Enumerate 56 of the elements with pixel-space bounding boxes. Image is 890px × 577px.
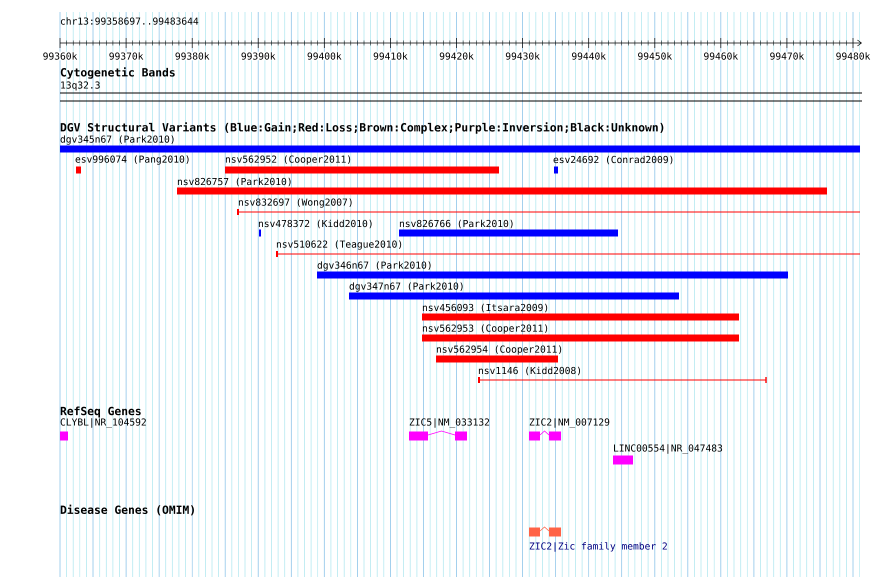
variant-feature: nsv826766 (Park2010) <box>399 220 618 236</box>
node-label: ZIC2|NM_007129 <box>530 418 610 428</box>
variant-feature: esv996074 (Pang2010) <box>76 155 189 174</box>
track-heading: DGV Structural Variants (Blue:Gain;Red:Loss;Brown:Complex;Purple:Inversion;Black:Unknown) <box>60 122 664 134</box>
tick-label: 99420k <box>440 52 474 60</box>
variant-feature: nsv562954 (Cooper2011) <box>436 345 562 362</box>
node-label: ZIC5|NM_033132 <box>410 418 490 428</box>
node-label: nsv562952 (Cooper2011) <box>226 155 350 165</box>
variant-feature: nsv826757 (Park2010) <box>177 178 827 194</box>
gene-feature: LINC00554|NR_047483 <box>613 444 722 464</box>
track-heading: Disease Genes (OMIM) <box>60 504 194 516</box>
gene-feature: ZIC2|NM_007129 <box>529 418 610 440</box>
tick-label: 99380k <box>175 52 210 60</box>
variant-feature: nsv832697 (Wong2007) <box>237 198 860 215</box>
gene-feature: ZIC2|Zic family member 2 <box>529 526 667 552</box>
node-label: LINC00554|NR_047483 <box>614 444 722 454</box>
node-label: nsv562953 (Cooper2011) <box>422 324 548 334</box>
node-label: nsv478372 (Kidd2010) <box>258 220 372 228</box>
track-heading: Cytogenetic Bands <box>60 67 175 79</box>
variant-feature: nsv478372 (Kidd2010) <box>258 220 372 236</box>
tick-label: 99440k <box>572 52 606 60</box>
node-label: esv996074 (Pang2010) <box>76 155 189 165</box>
node-label: CLYBL|NR_104592 <box>60 418 146 428</box>
variant-feature: nsv510622 (Teague2010) <box>276 240 860 257</box>
tick-label: 99480k <box>836 52 870 60</box>
node-label: esv24692 (Conrad2009) <box>554 156 672 164</box>
tick-label: 99450k <box>638 52 672 60</box>
gene-feature: CLYBL|NR_104592 <box>60 418 146 440</box>
tick-label: 99400k <box>308 52 342 60</box>
variant-feature: dgv345n67 (Park2010) <box>60 135 860 152</box>
node-label: nsv826766 (Park2010) <box>400 220 513 228</box>
node-label: ZIC2|Zic family member 2 <box>530 542 667 552</box>
tick-label: 99460k <box>704 52 738 60</box>
node-label: nsv456093 (Itsara2009) <box>422 304 548 312</box>
band-label: 13q32.3 <box>61 81 100 91</box>
variant-feature: dgv346n67 (Park2010) <box>317 261 788 278</box>
variant-feature: esv24692 (Conrad2009) <box>554 156 672 174</box>
variant-feature: nsv562953 (Cooper2011) <box>422 324 739 342</box>
variant-feature: nsv1146 (Kidd2008) <box>478 366 767 383</box>
node-label: dgv347n67 (Park2010) <box>350 282 463 292</box>
node-label: nsv826757 (Park2010) <box>178 178 291 186</box>
tick-label: 99430k <box>506 52 540 60</box>
gene-feature: ZIC5|NM_033132 <box>409 418 490 440</box>
track-heading: RefSeq Genes <box>60 406 141 418</box>
tick-label: 99390k <box>241 52 276 60</box>
tick-label: 99370k <box>109 52 144 60</box>
node-label: nsv562954 (Cooper2011) <box>436 345 562 355</box>
tick-label: 99470k <box>770 52 804 60</box>
node-label: dgv346n67 (Park2010) <box>318 261 431 271</box>
region-title: chr13:99358697..99483644 <box>60 17 198 25</box>
variant-feature: nsv456093 (Itsara2009) <box>422 304 739 320</box>
tick-label: 99360k <box>43 52 78 60</box>
node-label: dgv345n67 (Park2010) <box>60 135 174 145</box>
tick-label: 99410k <box>374 52 408 60</box>
variant-feature: nsv562952 (Cooper2011) <box>225 155 499 174</box>
variant-feature: dgv347n67 (Park2010) <box>349 282 679 300</box>
